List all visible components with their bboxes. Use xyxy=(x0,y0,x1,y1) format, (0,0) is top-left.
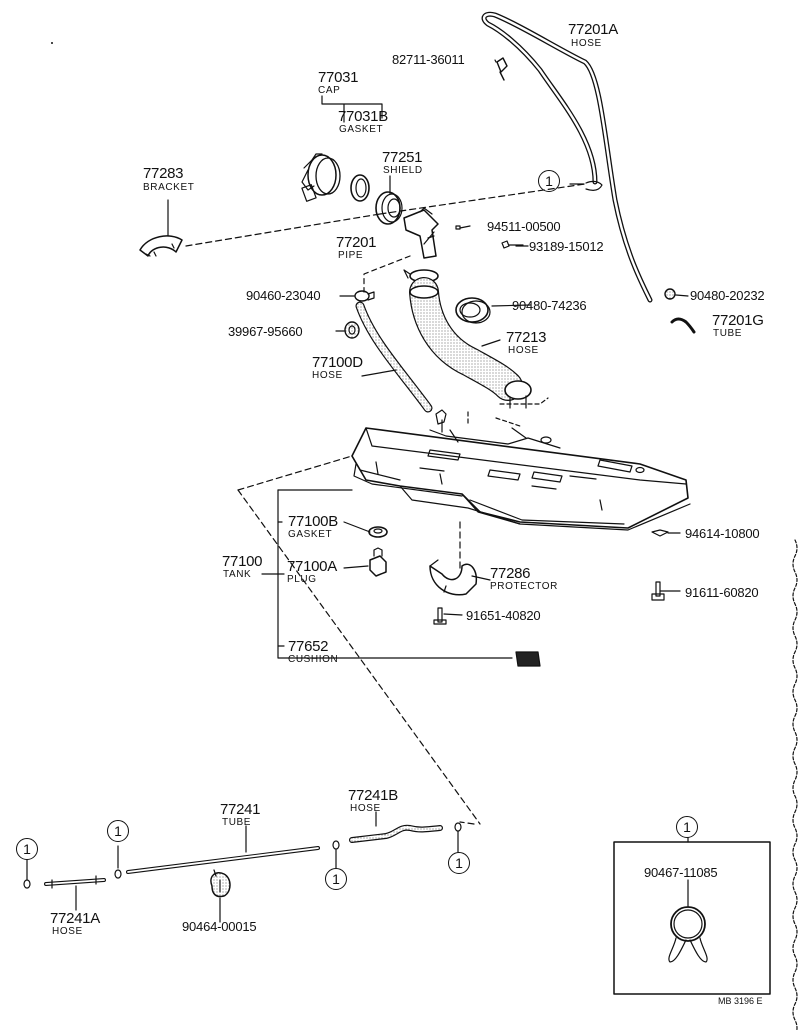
tube-77201G xyxy=(670,317,696,334)
clip-82711 xyxy=(496,57,508,81)
screw-94511 xyxy=(455,225,461,230)
label-90480-74236: 90480-74236 xyxy=(512,298,587,313)
ref-marker-1-inset: 1 xyxy=(676,816,698,838)
label-77100A-number: 77100A xyxy=(287,558,337,575)
label-77201G-name: TUBE xyxy=(713,328,743,339)
label-77031-number: 77031 xyxy=(318,69,359,86)
label-91651: 91651-40820 xyxy=(466,608,541,623)
label-77283-number: 77283 xyxy=(143,165,184,182)
document-code: MB 3196 E xyxy=(718,996,763,1006)
label-77201-name: PIPE xyxy=(338,250,364,261)
clamp-tank-vent xyxy=(435,409,447,425)
page-edge-border xyxy=(792,539,798,1030)
label-77286-name: PROTECTOR xyxy=(490,581,558,592)
bolt-91611 xyxy=(651,581,665,601)
ref-marker-1-a: 1 xyxy=(538,170,560,192)
clip-90464 xyxy=(210,869,231,898)
label-77100-number: 77100 xyxy=(222,553,263,570)
label-77241B-number: 77241B xyxy=(348,787,398,804)
label-77286-number: 77286 xyxy=(490,565,531,582)
label-77201A-name: HOSE xyxy=(571,38,602,49)
ref-marker-1-b: 1 xyxy=(16,838,38,860)
ref-marker-1-d: 1 xyxy=(325,868,347,890)
plug-77100A xyxy=(369,547,387,577)
label-94511: 94511-00500 xyxy=(487,219,561,234)
screw-93189 xyxy=(501,240,524,249)
hose-77100D xyxy=(355,301,433,413)
label-77031B-name: GASKET xyxy=(339,124,384,135)
label-77241A-name: HOSE xyxy=(52,926,83,937)
label-93189: 93189-15012 xyxy=(529,239,604,254)
label-77251-number: 77251 xyxy=(382,149,423,166)
cushion-77652 xyxy=(515,651,541,667)
tube-77241 xyxy=(126,846,320,874)
grommet-90480-20232 xyxy=(664,288,676,300)
ref-marker-1-c: 1 xyxy=(107,820,129,842)
label-82711: 82711-36011 xyxy=(392,52,465,67)
clamp-lower xyxy=(499,380,549,409)
label-77283-name: BRACKET xyxy=(143,182,195,193)
label-77201A-number: 77201A xyxy=(568,21,618,38)
ref-marker-1-e: 1 xyxy=(448,852,470,874)
label-39967: 39967-95660 xyxy=(228,324,303,339)
gasket-77031B xyxy=(350,174,370,202)
label-77031-name: CAP xyxy=(318,85,341,96)
grommet-90480-74236 xyxy=(455,297,491,324)
label-77100B-name: GASKET xyxy=(288,529,333,540)
clamp-90467 xyxy=(668,906,708,963)
label-77652-number: 77652 xyxy=(288,638,329,655)
hose-77241A xyxy=(44,875,106,889)
label-77100B-number: 77100B xyxy=(288,513,338,530)
gasket-77100B xyxy=(368,526,388,538)
label-90460: 90460-23040 xyxy=(246,288,321,303)
label-77100D-name: HOSE xyxy=(312,370,343,381)
label-77241-name: TUBE xyxy=(222,817,252,828)
label-77213-name: HOSE xyxy=(508,345,539,356)
label-77241-number: 77241 xyxy=(220,801,261,818)
label-91611: 91611-60820 xyxy=(685,585,759,600)
label-90464: 90464-00015 xyxy=(182,919,257,934)
fuel-cap-77031 xyxy=(301,153,341,202)
label-77100-name: TANK xyxy=(223,569,252,580)
inset-box xyxy=(613,841,771,995)
label-77031B-number: 77031B xyxy=(338,108,388,125)
label-77201-number: 77201 xyxy=(336,234,377,251)
label-77201G-number: 77201G xyxy=(712,312,764,329)
label-90480-20232: 90480-20232 xyxy=(690,288,765,303)
label-77652-name: CUSHION xyxy=(288,654,339,665)
label-90467: 90467-11085 xyxy=(644,865,718,880)
label-77251-name: SHIELD xyxy=(383,165,423,176)
label-77241A-number: 77241A xyxy=(50,910,100,927)
label-94614: 94614-10800 xyxy=(685,526,760,541)
label-77213-number: 77213 xyxy=(506,329,547,346)
bolt-91651 xyxy=(433,607,447,625)
bracket-77283 xyxy=(139,199,183,257)
label-77100A-name: PLUG xyxy=(287,574,317,585)
protector-77286 xyxy=(429,559,478,596)
shield-77251 xyxy=(375,191,403,225)
fuel-tank-77100 xyxy=(351,427,691,531)
filler-hose-77213 xyxy=(409,277,523,401)
grommet-39967 xyxy=(344,321,360,339)
label-77241B-name: HOSE xyxy=(350,803,381,814)
breather-hose xyxy=(481,11,653,303)
washer-94614 xyxy=(651,529,669,537)
label-77100D-number: 77100D xyxy=(312,354,363,371)
hose-77241B xyxy=(349,824,443,843)
clamp-90460 xyxy=(354,290,375,302)
